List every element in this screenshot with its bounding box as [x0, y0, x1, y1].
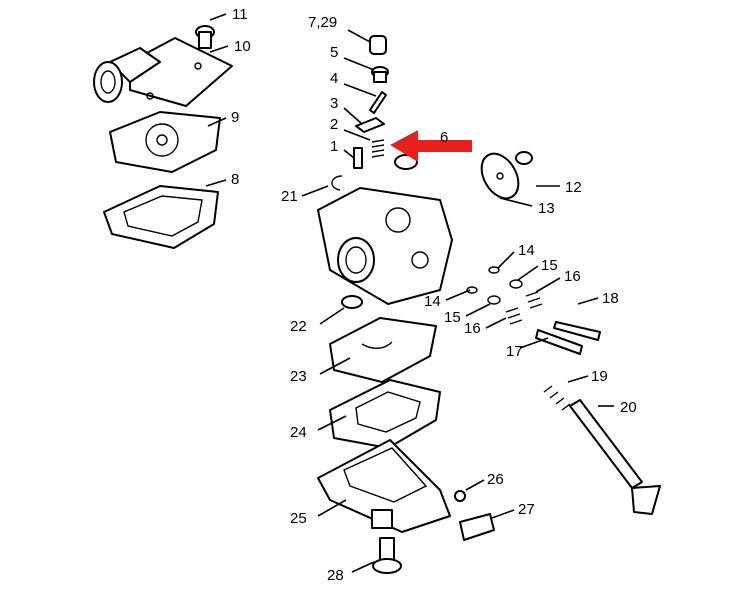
- part-19-spring: [543, 385, 571, 411]
- label-5: 5: [330, 44, 338, 61]
- label-3: 3: [330, 95, 338, 112]
- label-11: 11: [232, 6, 248, 23]
- part-8-gasket: [103, 185, 219, 249]
- label-22: 22: [290, 318, 307, 335]
- label-7-29: 7,29: [308, 14, 337, 31]
- label-14b: 14: [424, 293, 441, 310]
- part-3-lever: [355, 117, 385, 133]
- label-13: 13: [538, 200, 555, 217]
- part-7-29-plug: [369, 35, 387, 55]
- label-23: 23: [290, 368, 307, 385]
- label-25: 25: [290, 510, 307, 527]
- label-16b: 16: [464, 320, 481, 337]
- part-24-gasket: [329, 379, 441, 449]
- label-14a: 14: [518, 242, 535, 259]
- part-4-pin: [369, 91, 387, 114]
- part-10-cover: [93, 37, 233, 107]
- label-1: 1: [330, 138, 338, 155]
- carburetor-body: [317, 187, 453, 305]
- label-4: 4: [330, 70, 338, 87]
- label-15a: 15: [541, 257, 558, 274]
- label-21: 21: [281, 188, 298, 205]
- label-18: 18: [602, 290, 619, 307]
- part-26-ball: [454, 490, 466, 502]
- part-labels: 11 10 9 8 7,29 5 4 3 2 1 6 12 13 21 14 1…: [231, 6, 637, 584]
- part-12-screw: [515, 151, 533, 165]
- label-6: 6: [440, 129, 448, 146]
- part-13-disc: [480, 152, 520, 200]
- leader-lines: [205, 13, 614, 573]
- highlight-arrow: [390, 130, 472, 162]
- label-2: 2: [330, 116, 338, 133]
- label-20: 20: [620, 399, 637, 416]
- part-11-screw: [195, 25, 215, 49]
- label-28: 28: [327, 567, 344, 584]
- label-10: 10: [234, 38, 251, 55]
- part-25-pump-body: [317, 439, 451, 533]
- part-28-screw: [372, 537, 402, 574]
- label-9: 9: [231, 109, 239, 126]
- label-17: 17: [506, 343, 523, 360]
- part-18-screw: [553, 321, 601, 341]
- part-23-gasket: [329, 317, 437, 383]
- part-21-clip: [331, 175, 343, 191]
- part-22-screen: [341, 295, 363, 309]
- label-19: 19: [591, 368, 608, 385]
- label-12: 12: [565, 179, 582, 196]
- part-5-screw: [371, 66, 389, 83]
- label-15b: 15: [444, 309, 461, 326]
- part-1-needle: [353, 147, 363, 169]
- label-24: 24: [290, 424, 307, 441]
- part-17-screw: [535, 329, 583, 355]
- label-16a: 16: [564, 268, 581, 285]
- part-9-diaphragm: [109, 111, 221, 173]
- part-27-screw: [459, 513, 495, 541]
- label-8: 8: [231, 171, 239, 188]
- part-6-spring: [371, 139, 418, 170]
- label-26: 26: [487, 471, 504, 488]
- part-20-lever: [569, 399, 661, 515]
- parts-14-16-seals: [466, 266, 543, 325]
- label-27: 27: [518, 501, 535, 518]
